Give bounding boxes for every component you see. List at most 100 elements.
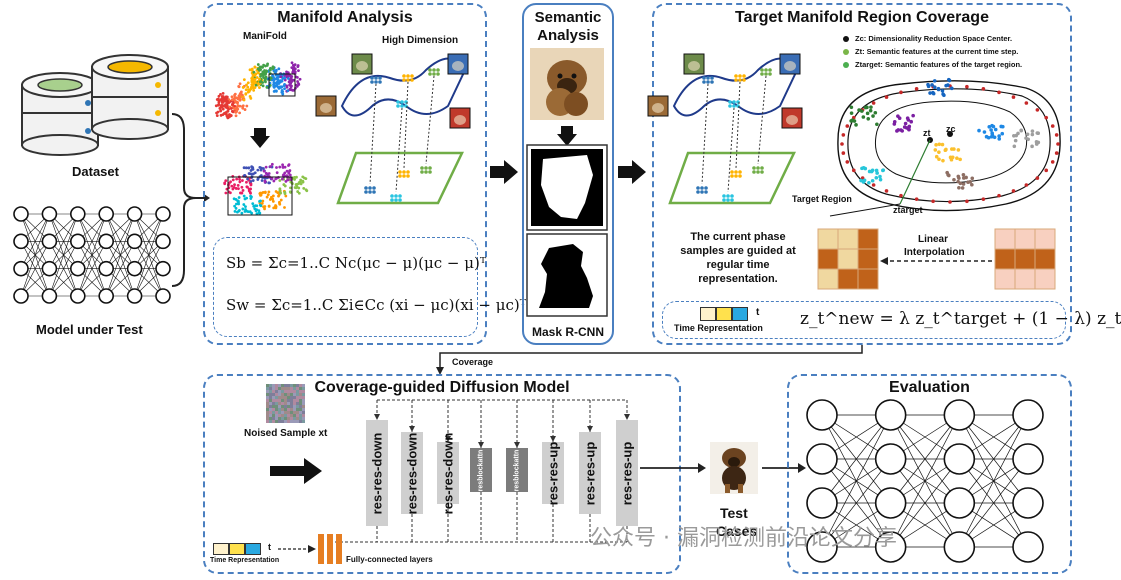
network-node [41, 233, 58, 250]
point [251, 202, 255, 206]
point [252, 88, 256, 92]
point [968, 180, 972, 184]
point [233, 209, 237, 213]
point [231, 178, 235, 182]
tile-cell [1034, 248, 1056, 270]
semantic-analysis-title-1: Semantic [534, 9, 602, 26]
point [1030, 132, 1035, 137]
point [859, 178, 863, 183]
point [849, 105, 854, 110]
point [268, 198, 272, 201]
point [961, 182, 966, 186]
point [289, 191, 292, 194]
point [904, 126, 909, 130]
point [1050, 160, 1055, 164]
time-to-fc-arrow [278, 545, 316, 553]
point [217, 100, 221, 104]
sample-thumbnail-image [647, 95, 669, 117]
point [997, 90, 1001, 95]
point [940, 142, 945, 147]
evaluation-panel: Evaluation [787, 374, 1072, 574]
sample-thumbnail-image [683, 53, 705, 75]
point [262, 63, 266, 67]
point [896, 114, 900, 118]
point [256, 176, 260, 180]
target-coverage-panel: Target Manifold Region Coverage [652, 3, 1072, 345]
point [233, 183, 236, 187]
point [871, 114, 875, 118]
point [270, 195, 273, 199]
mask-rcnn-label: Mask R-CNN [531, 325, 604, 339]
point [1044, 168, 1049, 173]
point [288, 88, 292, 92]
point [249, 172, 253, 176]
point [257, 82, 261, 86]
down-arrow-icon [250, 128, 270, 148]
point [251, 77, 255, 81]
point [276, 79, 280, 82]
point [970, 183, 974, 187]
point [241, 189, 245, 192]
point [251, 179, 255, 182]
point [232, 197, 236, 201]
diffusion-guidance-lines [330, 399, 630, 543]
point [284, 194, 288, 198]
network-node [155, 233, 171, 250]
target-region-diagram [829, 77, 1061, 217]
dog-photo [530, 48, 604, 120]
diffusion-model-panel: Coverage-guided Diffusion Model [203, 374, 681, 574]
point [242, 166, 246, 170]
network-node [943, 487, 976, 519]
point [297, 182, 301, 186]
point [1011, 95, 1016, 99]
point [249, 183, 253, 187]
point [267, 190, 271, 194]
network-node [874, 443, 907, 475]
point [249, 197, 253, 200]
time-cell [700, 307, 716, 321]
point [215, 114, 219, 118]
point [255, 212, 259, 216]
network-node [98, 288, 114, 304]
point [279, 198, 283, 202]
point [261, 70, 265, 74]
point [965, 84, 969, 89]
point [269, 165, 272, 168]
tile-cell [994, 248, 1016, 270]
zc-label: zc [946, 124, 956, 134]
point [989, 128, 993, 132]
point [259, 65, 263, 69]
point [231, 187, 235, 191]
network-node [155, 260, 171, 277]
point [267, 204, 271, 208]
point [272, 179, 276, 183]
point [244, 166, 248, 170]
point [884, 95, 889, 99]
point [237, 202, 241, 206]
point [214, 104, 218, 108]
point [964, 175, 968, 180]
point [899, 90, 903, 95]
sample-thumbnail-image [779, 53, 801, 75]
sample-thumbnail-image [351, 53, 373, 75]
point [234, 187, 238, 190]
time-cell [716, 307, 732, 321]
point [217, 102, 221, 106]
point [281, 163, 284, 167]
point [1024, 101, 1029, 105]
point [272, 81, 276, 84]
unet-block-label: res-res-up [545, 441, 561, 505]
point [238, 177, 241, 181]
point [258, 166, 262, 169]
point [257, 209, 261, 213]
tile-cell [1014, 248, 1036, 270]
point [226, 106, 230, 110]
point [216, 110, 220, 114]
network-node [126, 206, 143, 222]
point [274, 177, 278, 181]
sample-thumbnail-image [315, 95, 337, 117]
network-node [943, 399, 976, 431]
point [290, 80, 294, 84]
point [241, 86, 245, 89]
point [937, 150, 941, 154]
